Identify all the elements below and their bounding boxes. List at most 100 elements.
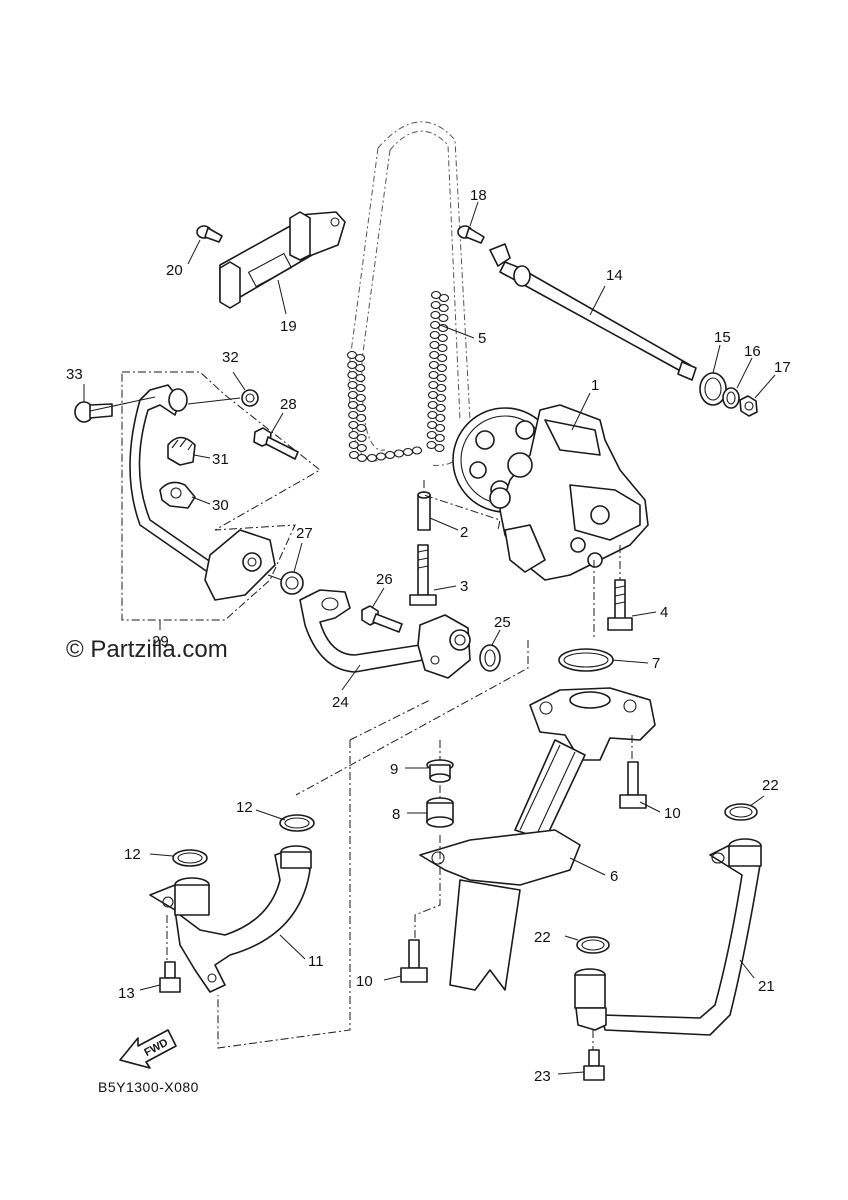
chain-link: [384, 450, 396, 460]
collar-9: [426, 759, 454, 783]
chain-link: [437, 353, 448, 363]
chain-link: [347, 370, 358, 380]
pump-bolt-4: [607, 579, 633, 631]
chain-link: [366, 453, 378, 463]
chain-link: [346, 350, 358, 360]
chain-link: [438, 303, 449, 313]
o-ring-15: [699, 372, 727, 406]
callout-10a: 10: [664, 805, 681, 822]
gasket-12b: [172, 849, 208, 867]
chain-link: [355, 383, 366, 393]
callout-18: 18: [470, 187, 487, 204]
clamp-31: [167, 436, 196, 466]
chain-link: [348, 450, 360, 460]
callout-21: 21: [758, 978, 775, 995]
bolt-26: [361, 605, 403, 633]
callout-25: 25: [494, 614, 511, 631]
callout-20: 20: [166, 262, 183, 279]
chain-link: [355, 403, 367, 413]
alignment-lines: [166, 480, 633, 1050]
gasket-25: [479, 644, 501, 672]
callout-12a: 12: [236, 799, 253, 816]
callout-7: 7: [652, 655, 660, 672]
callout-22b: 22: [534, 929, 551, 946]
leader-lines: [83, 201, 776, 1075]
chain-link: [348, 410, 359, 420]
chain-link: [428, 360, 439, 370]
callout-31: 31: [212, 451, 229, 468]
oil-pump-chain: [346, 121, 471, 466]
callout-16: 16: [744, 343, 761, 360]
partzilla-watermark: © Partzilla.com: [66, 636, 228, 663]
banjo-bolt-33: [74, 401, 113, 423]
damper-8: [426, 797, 454, 828]
chain-link: [429, 340, 440, 350]
dowel-pin: [417, 491, 431, 531]
chain-link: [427, 410, 438, 420]
chain-link: [434, 433, 445, 443]
chain-link: [430, 310, 441, 320]
chain-link: [435, 423, 446, 433]
callout-2: 2: [460, 524, 468, 541]
chain-guide-bracket: [219, 211, 346, 309]
chain-link: [429, 330, 440, 340]
chain-link: [435, 403, 446, 413]
bolt-28: [253, 427, 299, 460]
chain-link: [347, 390, 358, 400]
callout-13: 13: [118, 985, 135, 1002]
o-ring-16: [722, 387, 740, 409]
chain-link: [393, 449, 405, 458]
chain-link: [427, 390, 439, 400]
chain-link: [426, 440, 437, 450]
callout-8: 8: [392, 806, 400, 823]
chain-link: [437, 343, 448, 353]
chain-link: [356, 423, 367, 433]
chain-link: [438, 293, 450, 303]
callout-30: 30: [212, 497, 229, 514]
chain-link: [355, 373, 366, 383]
clamp-30: [159, 481, 196, 509]
o-ring-7: [558, 648, 614, 672]
callout-11: 11: [308, 953, 324, 970]
callout-17: 17: [774, 359, 791, 376]
callout-27: 27: [296, 525, 313, 542]
callout-9: 9: [390, 761, 398, 778]
callout-32: 32: [222, 349, 239, 366]
callout-6: 6: [610, 868, 618, 885]
gasket-22b: [576, 936, 610, 954]
chain-link: [430, 300, 441, 310]
bolt-10a: [619, 761, 647, 809]
chain-link: [427, 400, 438, 410]
gasket-32: [241, 389, 259, 407]
chain-link: [348, 420, 359, 430]
bracket-screw: [196, 225, 223, 243]
gasket-27: [280, 571, 304, 595]
callout-10b: 10: [356, 973, 373, 990]
chain-link: [436, 363, 447, 373]
forward-arrow-icon: FWD: [119, 1029, 177, 1069]
callout-29: 29: [152, 633, 169, 650]
callout-1: 1: [591, 377, 599, 394]
oil-pipe-11: [149, 845, 312, 993]
callout-28: 28: [280, 396, 297, 413]
chain-link: [347, 360, 358, 370]
pump-bolt-3: [409, 544, 437, 606]
chain-link: [356, 413, 367, 423]
callout-19: 19: [280, 318, 297, 335]
gasket-22a: [724, 803, 758, 821]
callout-22a: 22: [762, 777, 779, 794]
oil-delivery-pipe: [489, 243, 697, 381]
chain-link: [427, 420, 438, 430]
chain-link: [354, 353, 366, 363]
callout-26: 26: [376, 571, 393, 588]
chain-link: [356, 443, 367, 453]
chain-link: [428, 380, 439, 390]
callout-15: 15: [714, 329, 731, 346]
callout-33: 33: [66, 366, 83, 383]
oil-pipe-assembly-29: [129, 384, 276, 601]
chain-link: [438, 313, 449, 323]
chain-link: [347, 400, 359, 410]
chain-link: [428, 370, 439, 380]
diagram-code: B5Y1300-X080: [98, 1079, 199, 1095]
chain-link: [356, 433, 367, 443]
